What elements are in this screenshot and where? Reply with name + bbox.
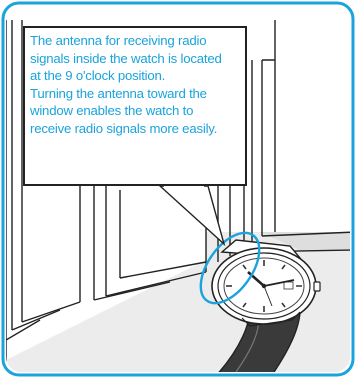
callout-line: The antenna for receiving radio [30,32,244,50]
callout-line: receive radio signals more easily. [30,120,244,138]
callout-line: Turning the antenna toward the [30,85,244,103]
callout-line: at the 9 o'clock position. [30,67,244,85]
callout-line: signals inside the watch is located [30,50,244,68]
callout-line: window enables the watch to [30,102,244,120]
callout-text: The antenna for receiving radio signals … [30,32,244,137]
